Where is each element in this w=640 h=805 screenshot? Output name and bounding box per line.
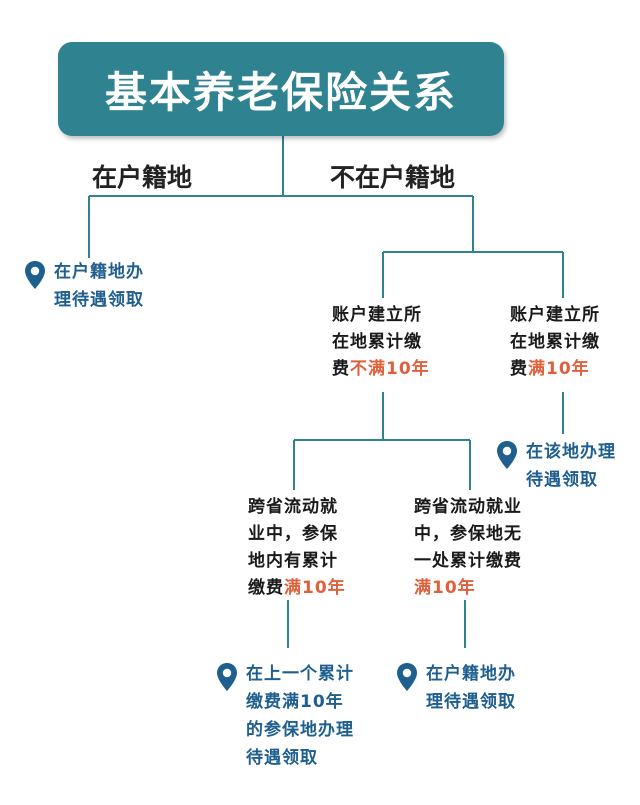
leaf-c: 在上一个累计 缴费满10年 的参保地办理 待遇领取 [216,660,354,772]
node-b-line-1: 账户建立所 [510,305,600,325]
leaf-b-line-1: 在该地办理 [526,442,616,462]
node-d-line-2: 中，参保地无 [414,524,522,544]
leaf-c-line-3: 的参保地办理 [246,720,354,740]
node-d-line-3: 一处累计缴费 [414,551,522,571]
location-pin-icon [397,663,417,691]
node-c: 跨省流动就 业中，参保 地内有累计 缴费满10年 [248,494,346,602]
node-d: 跨省流动就业 中，参保地无 一处累计缴费 满10年 [414,494,522,602]
node-a-line-2: 在地累计缴 [332,332,422,352]
leaf-c-line-1: 在上一个累计 [246,664,354,684]
title-box: 基本养老保险关系 [58,42,504,136]
node-c-highlight: 满10年 [284,578,346,598]
node-a-line-1: 账户建立所 [332,305,422,325]
diagram-title: 基本养老保险关系 [104,67,457,117]
node-a: 账户建立所 在地累计缴 费不满10年 [332,302,430,383]
leaf-left-line-1: 在户籍地办 [54,262,144,282]
node-a-prefix: 费 [332,359,350,379]
branch-label-left: 在户籍地 [92,163,193,192]
node-c-line-2: 业中，参保 [248,524,338,544]
location-pin-icon [25,261,45,289]
leaf-left-line-2: 理待遇领取 [54,290,144,310]
node-d-highlight: 满10年 [414,578,476,598]
node-c-prefix: 缴费 [248,578,284,598]
leaf-b: 在该地办理 待遇领取 [496,438,616,494]
location-pin-icon [217,663,237,691]
leaf-d-line-2: 理待遇领取 [426,692,516,712]
branch-label-right: 不在户籍地 [330,163,456,192]
node-c-line-3: 地内有累计 [248,551,338,571]
node-c-line-1: 跨省流动就 [248,497,338,517]
node-a-highlight: 不满10年 [350,359,430,379]
leaf-d-line-1: 在户籍地办 [426,664,516,684]
node-b-highlight: 满10年 [528,359,590,379]
leaf-c-line-4: 待遇领取 [246,748,318,768]
location-pin-icon [497,441,517,469]
leaf-d: 在户籍地办 理待遇领取 [396,660,516,716]
node-d-line-1: 跨省流动就业 [414,497,522,517]
leaf-left: 在户籍地办 理待遇领取 [24,258,144,314]
node-b-prefix: 费 [510,359,528,379]
node-b: 账户建立所 在地累计缴 费满10年 [510,302,600,383]
leaf-c-line-2: 缴费满10年 [246,692,344,712]
leaf-b-line-2: 待遇领取 [526,470,598,490]
node-b-line-2: 在地累计缴 [510,332,600,352]
